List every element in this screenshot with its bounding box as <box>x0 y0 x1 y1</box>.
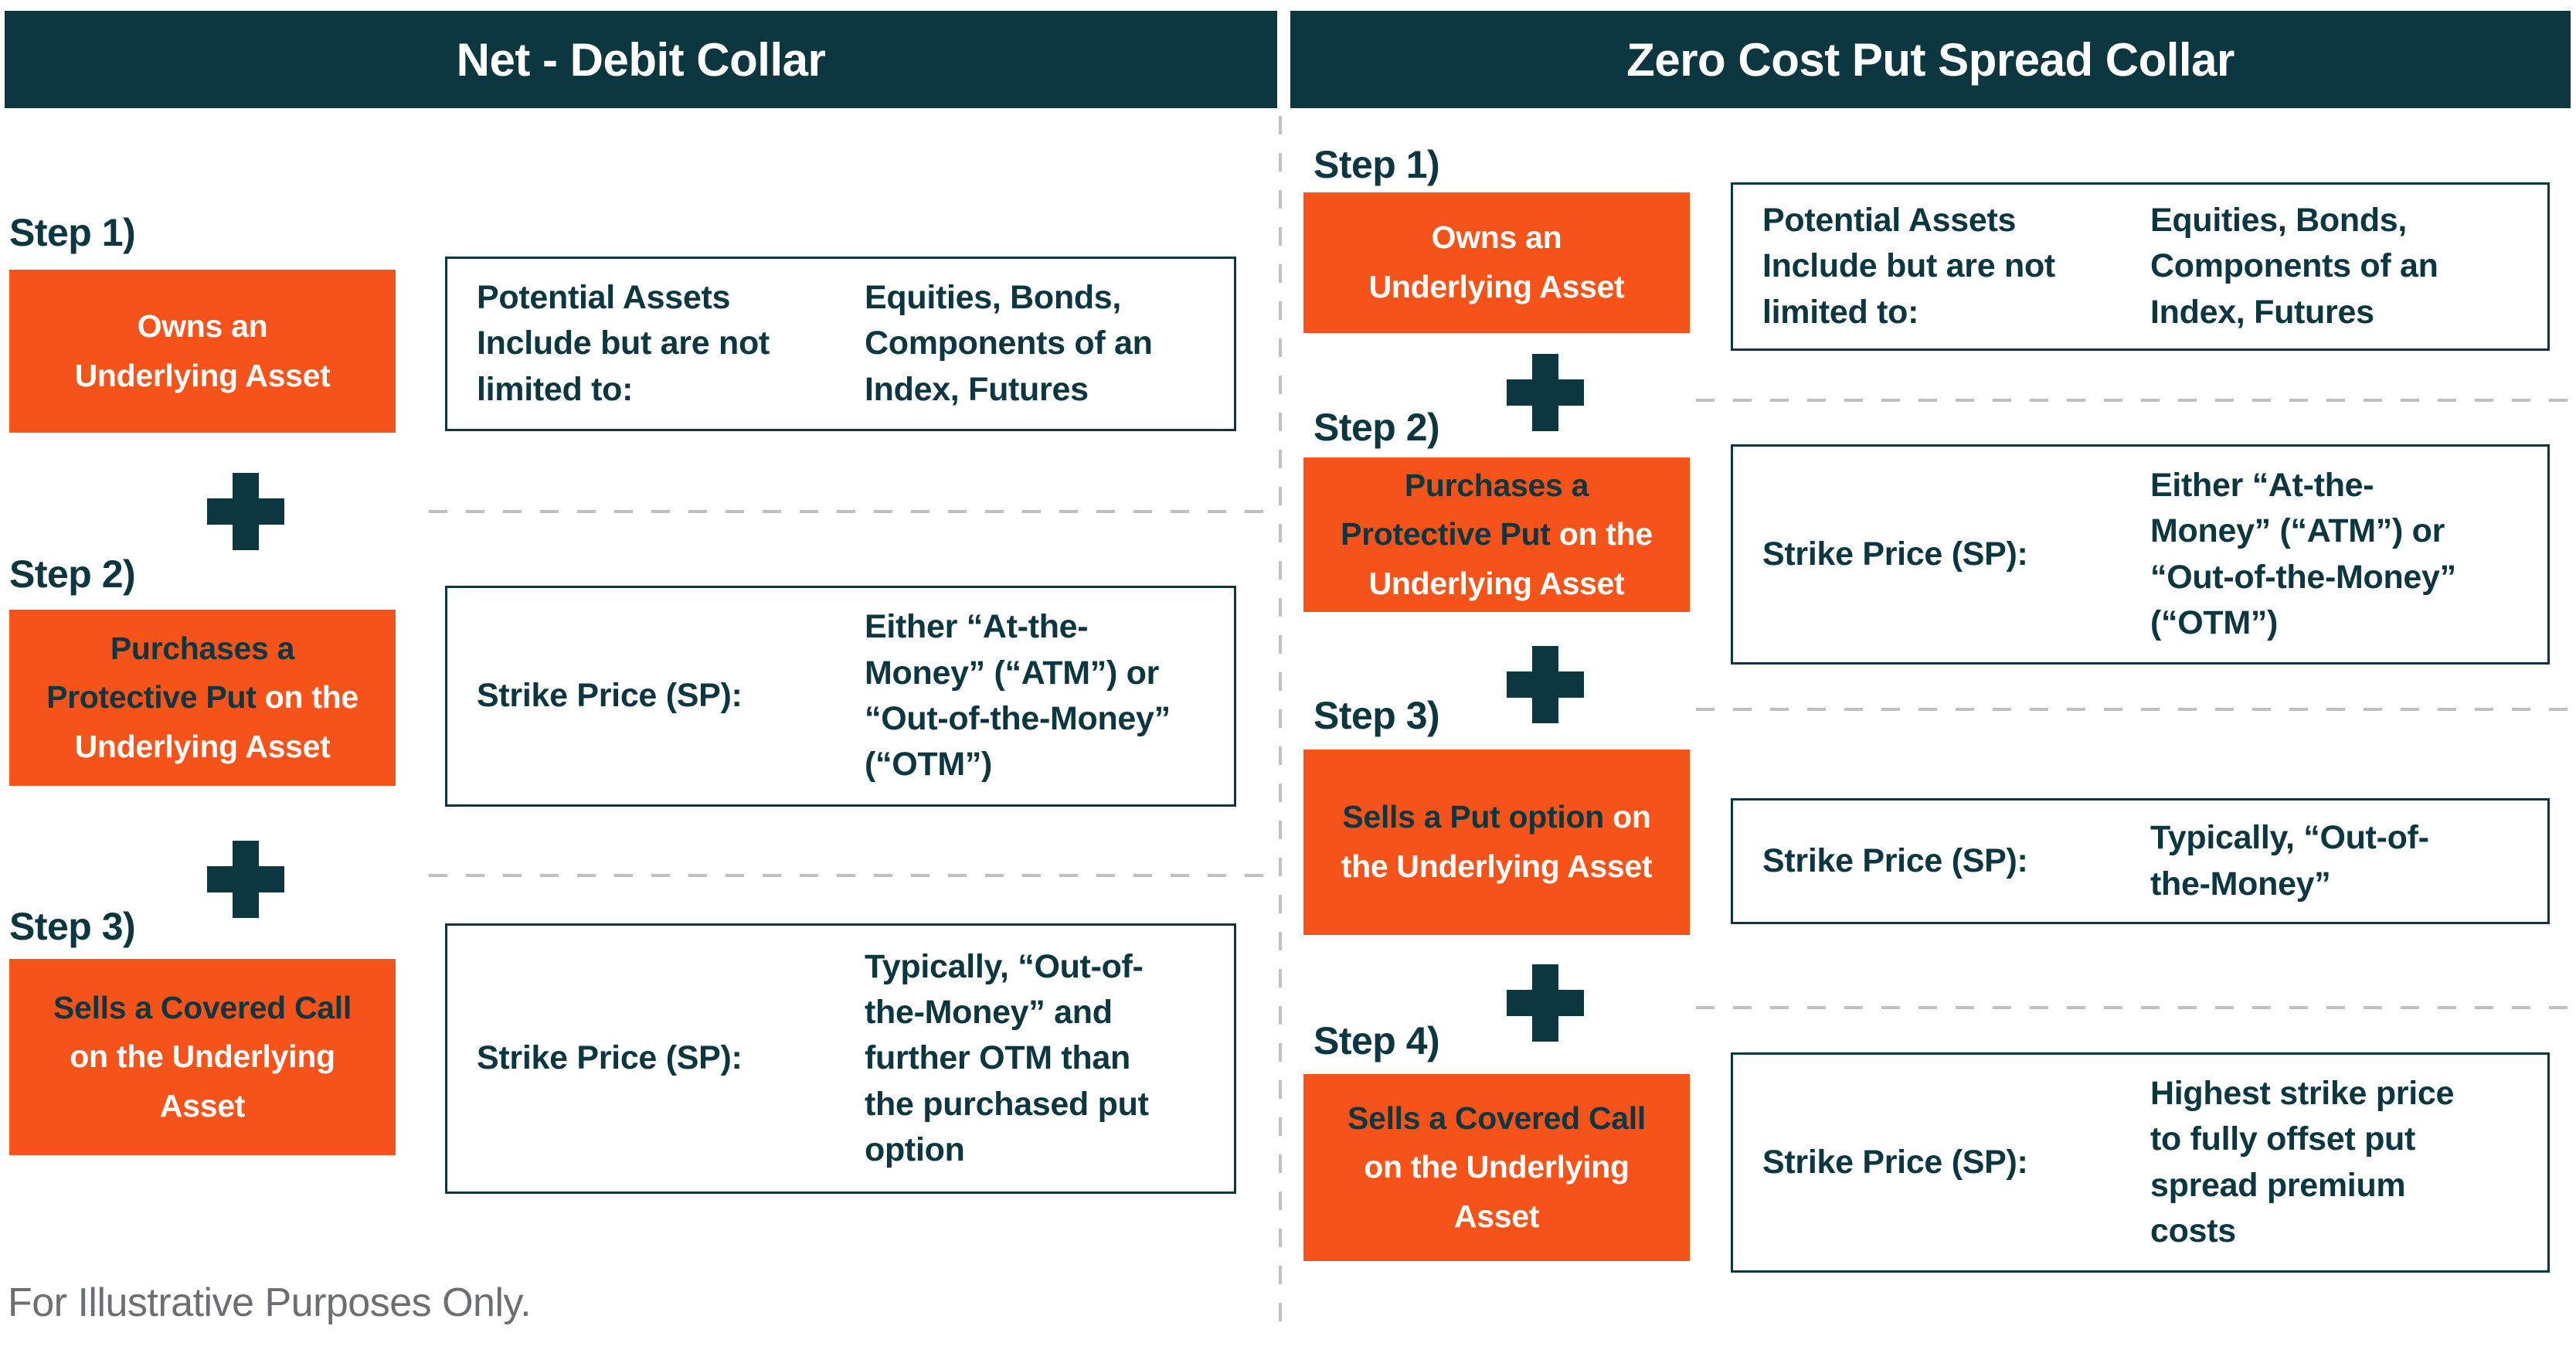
step-label: Step 4) <box>1313 1019 1440 1062</box>
step-label: Step 3) <box>1313 694 1440 737</box>
detail-value: Typically, “Out-of- the-Money” and furth… <box>865 947 1149 1168</box>
column-header: Net - Debit Collar <box>5 11 1277 108</box>
detail-box: Strike Price (SP): Highest strike price … <box>1731 1052 2550 1273</box>
step-label: Step 2) <box>9 552 136 596</box>
step-box: Sells a Covered Call on the Underlying A… <box>9 959 396 1155</box>
step-box-plain-text: on the Underlying Asset <box>1368 516 1653 601</box>
detail-label: Potential Assets Include but are not lim… <box>477 279 770 408</box>
row-separator <box>429 874 1275 877</box>
plus-icon <box>207 841 284 918</box>
detail-box: Potential Assets Include but are not lim… <box>1731 182 2550 351</box>
step-box: Purchases a Protective Put on the Underl… <box>9 610 396 786</box>
footer-disclaimer: For Illustrative Purposes Only. <box>8 1280 532 1325</box>
detail-value: Equities, Bonds, Components of an Index,… <box>2150 202 2438 331</box>
column-divider <box>1279 116 1282 1325</box>
detail-box: Strike Price (SP): Typically, “Out-of- t… <box>445 923 1236 1194</box>
step-box-text: Sells a Covered Call on the Underlying A… <box>53 984 352 1131</box>
detail-box: Strike Price (SP): Either “At-the- Money… <box>1731 444 2550 665</box>
detail-box: Strike Price (SP): Either “At-the- Money… <box>445 586 1236 807</box>
step-box-plain-text: Owns an Underlying Asset <box>1368 219 1625 304</box>
step-box-emphasis-text: Purchases a Protective Put <box>46 630 295 716</box>
step-label: Step 2) <box>1313 406 1440 449</box>
detail-label: Strike Price (SP): <box>477 677 743 715</box>
detail-value: Highest strike price to fully offset put… <box>2150 1074 2455 1249</box>
plus-icon <box>1507 354 1584 431</box>
step-box: Purchases a Protective Put on the Underl… <box>1303 457 1690 612</box>
step-box: Sells a Covered Call on the Underlying A… <box>1303 1074 1690 1261</box>
plus-icon <box>207 473 284 550</box>
step-box: Owns an Underlying Asset <box>9 270 396 433</box>
detail-label: Potential Assets Include but are not lim… <box>1762 202 2055 331</box>
detail-label: Strike Price (SP): <box>1762 841 2028 879</box>
detail-value: Either “At-the- Money” (“ATM”) or “Out-o… <box>2150 466 2456 641</box>
step-box-text: Sells a Covered Call on the Underlying A… <box>1347 1094 1646 1242</box>
detail-value: Equities, Bonds, Components of an Index,… <box>865 279 1153 408</box>
detail-label: Strike Price (SP): <box>1762 535 2028 573</box>
step-box-text: Owns an Underlying Asset <box>75 302 331 400</box>
step-label: Step 1) <box>1313 143 1440 186</box>
step-box-plain-text: on the Underlying Asset <box>74 679 359 764</box>
step-label: Step 3) <box>9 905 136 948</box>
step-box-text: Purchases a Protective Put on the Underl… <box>46 624 359 772</box>
step-box: Sells a Put option on the Underlying Ass… <box>1303 750 1690 935</box>
step-box-emphasis-text: Purchases a Protective Put <box>1341 467 1589 552</box>
detail-value: Either “At-the- Money” (“ATM”) or “Out-o… <box>865 608 1171 784</box>
detail-label: Strike Price (SP): <box>477 1039 743 1077</box>
detail-box: Strike Price (SP): Typically, “Out-of- t… <box>1731 798 2550 924</box>
step-box-text: Purchases a Protective Put on the Underl… <box>1341 461 1653 609</box>
plus-icon <box>1507 646 1584 723</box>
step-box-emphasis-text: Sells a Covered Call <box>1347 1100 1646 1136</box>
detail-value: Typically, “Out-of- the-Money” <box>2150 819 2429 903</box>
detail-box: Potential Assets Include but are not lim… <box>445 257 1236 431</box>
step-box-text: Owns an Underlying Asset <box>1369 213 1625 311</box>
detail-label: Strike Price (SP): <box>1762 1143 2028 1181</box>
row-separator <box>1696 399 2570 402</box>
column-header: Zero Cost Put Spread Collar <box>1290 11 2571 108</box>
step-box-plain-text: on the Underlying Asset <box>1341 799 1653 884</box>
step-box-emphasis-text: Sells a Put option <box>1342 799 1613 835</box>
step-box-plain-text: on the Underlying Asset <box>1364 1149 1630 1234</box>
step-box-text: Sells a Put option on the Underlying Ass… <box>1341 793 1653 891</box>
step-box-plain-text: on the Underlying Asset <box>70 1039 335 1124</box>
row-separator <box>429 510 1275 513</box>
step-box-plain-text: Owns an Underlying Asset <box>74 308 331 393</box>
step-label: Step 1) <box>9 211 136 254</box>
row-separator <box>1696 708 2570 711</box>
step-box: Owns an Underlying Asset <box>1303 192 1690 333</box>
plus-icon <box>1507 964 1584 1042</box>
row-separator <box>1696 1006 2570 1009</box>
step-box-emphasis-text: Sells a Covered Call <box>53 989 352 1025</box>
